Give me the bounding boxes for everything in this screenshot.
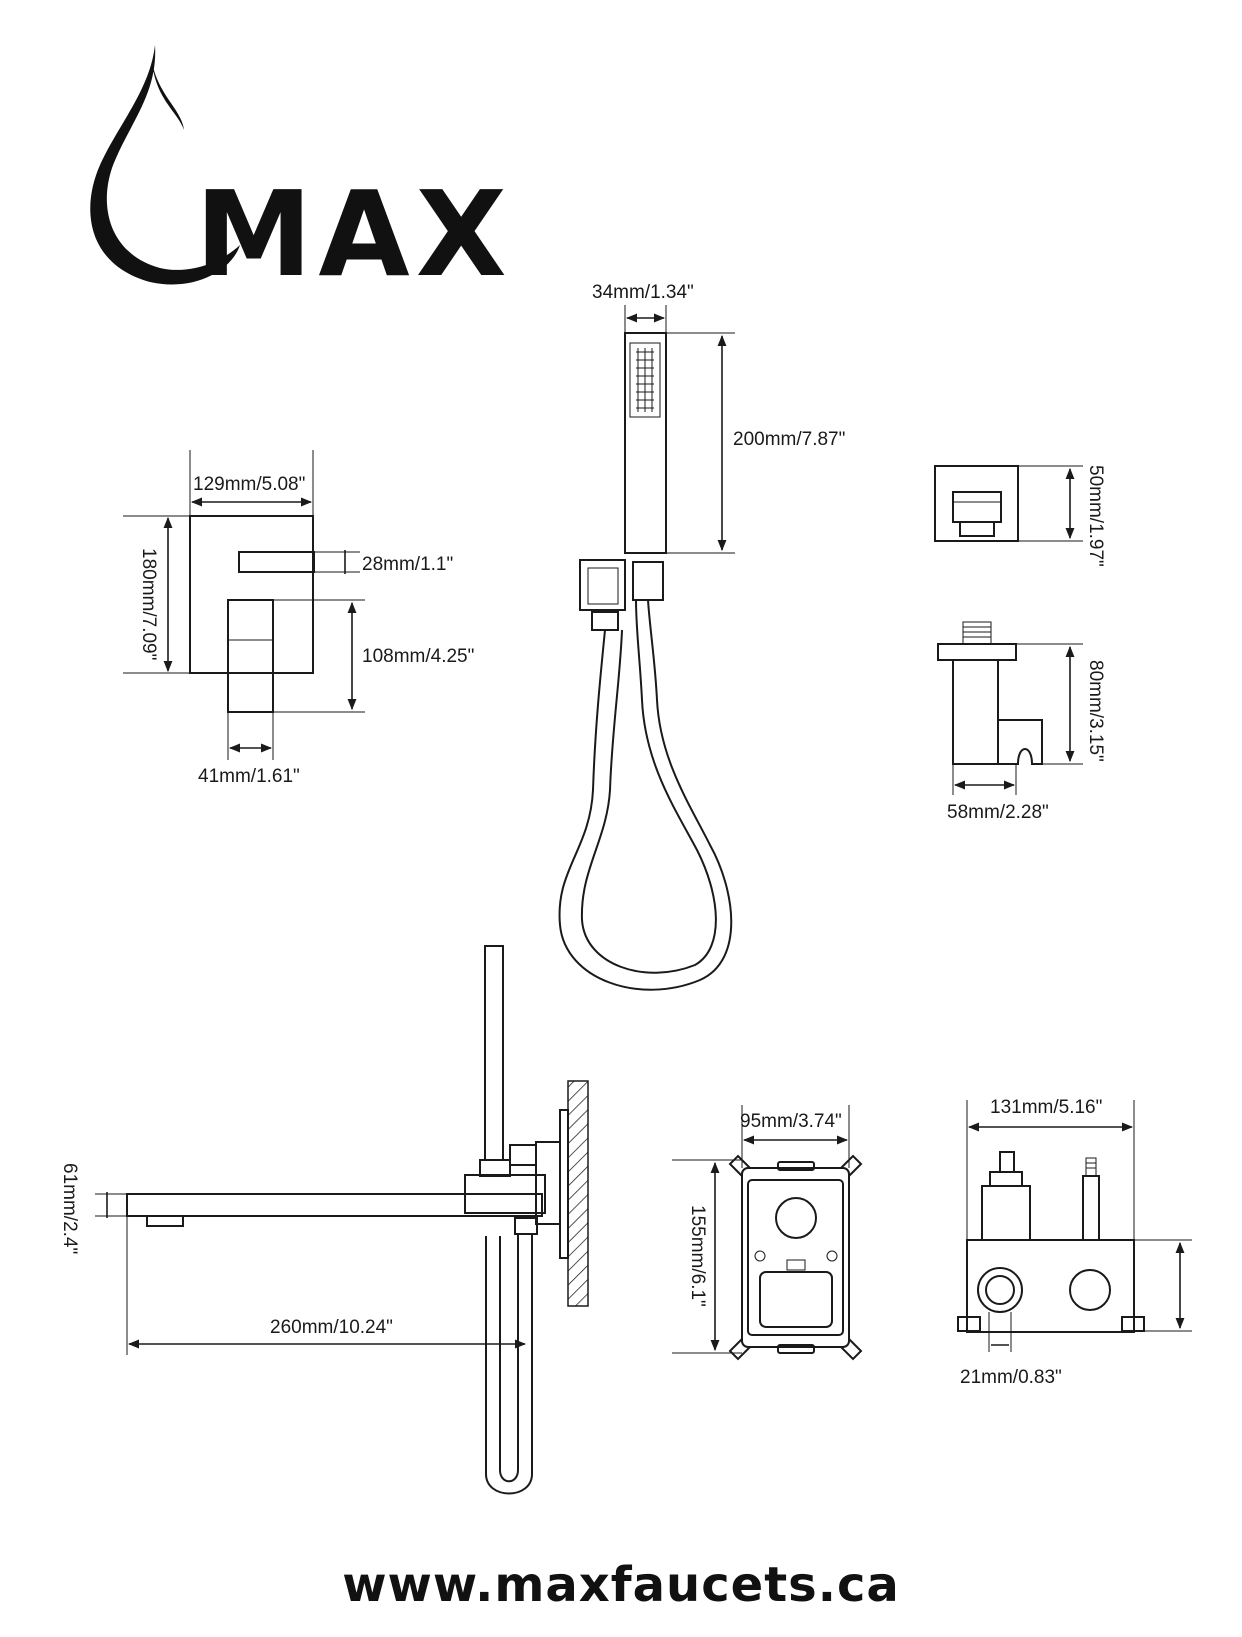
dim-valve-inlet: 21mm/0.83" (960, 1367, 1062, 1388)
water-drop-icon (90, 45, 240, 285)
outlet-elbow-drawing: 50mm/1.97" (934, 465, 1106, 567)
dim-valve-box-height: 155mm/6.1" (687, 1205, 708, 1307)
dim-trim-height: 180mm/7.09" (138, 548, 159, 660)
dim-spout-height: 61mm/2.4" (59, 1163, 80, 1254)
valve-side-drawing: 131mm/5.16" 21mm/0.83" (957, 1097, 1192, 1388)
logo-text: MAX (195, 165, 513, 303)
website-url[interactable]: www.maxfaucets.ca (342, 1557, 900, 1613)
hand-shower-drawing: 34mm/1.34" 200mm/7.87" (558, 282, 845, 991)
dim-holder-width: 58mm/2.28" (947, 802, 1049, 823)
valve-box-front-drawing: 95mm/3.74" 155mm/6.1" (672, 1105, 863, 1361)
dim-trim-width: 129mm/5.08" (193, 474, 305, 495)
dim-lever-width: 41mm/1.61" (198, 766, 300, 787)
wall-holder-drawing: 80mm/3.15" 58mm/2.28" (937, 621, 1106, 823)
wall-hatch (567, 1080, 589, 1307)
brand-logo: MAX (90, 45, 513, 303)
dim-lever-thickness: 28mm/1.1" (362, 554, 453, 575)
spray-face-grid (636, 348, 654, 412)
dim-outlet-height: 50mm/1.97" (1085, 465, 1106, 567)
trim-lever-drawing: 129mm/5.08" 180mm/7.09" 28mm/1.1" 108mm/… (123, 450, 474, 787)
dim-spout-length: 260mm/10.24" (270, 1317, 393, 1338)
dim-lever-length: 108mm/4.25" (362, 646, 474, 667)
side-view-assembly-drawing: 61mm/2.4" 260mm/10.24" (59, 945, 589, 1495)
dim-handshower-length: 200mm/7.87" (733, 429, 845, 450)
dim-handshower-width: 34mm/1.34" (592, 282, 694, 303)
dim-valve-side-width: 131mm/5.16" (990, 1097, 1102, 1118)
dim-holder-height: 80mm/3.15" (1085, 660, 1106, 762)
drop-highlight (152, 62, 184, 130)
dim-valve-box-width: 95mm/3.74" (740, 1111, 842, 1132)
